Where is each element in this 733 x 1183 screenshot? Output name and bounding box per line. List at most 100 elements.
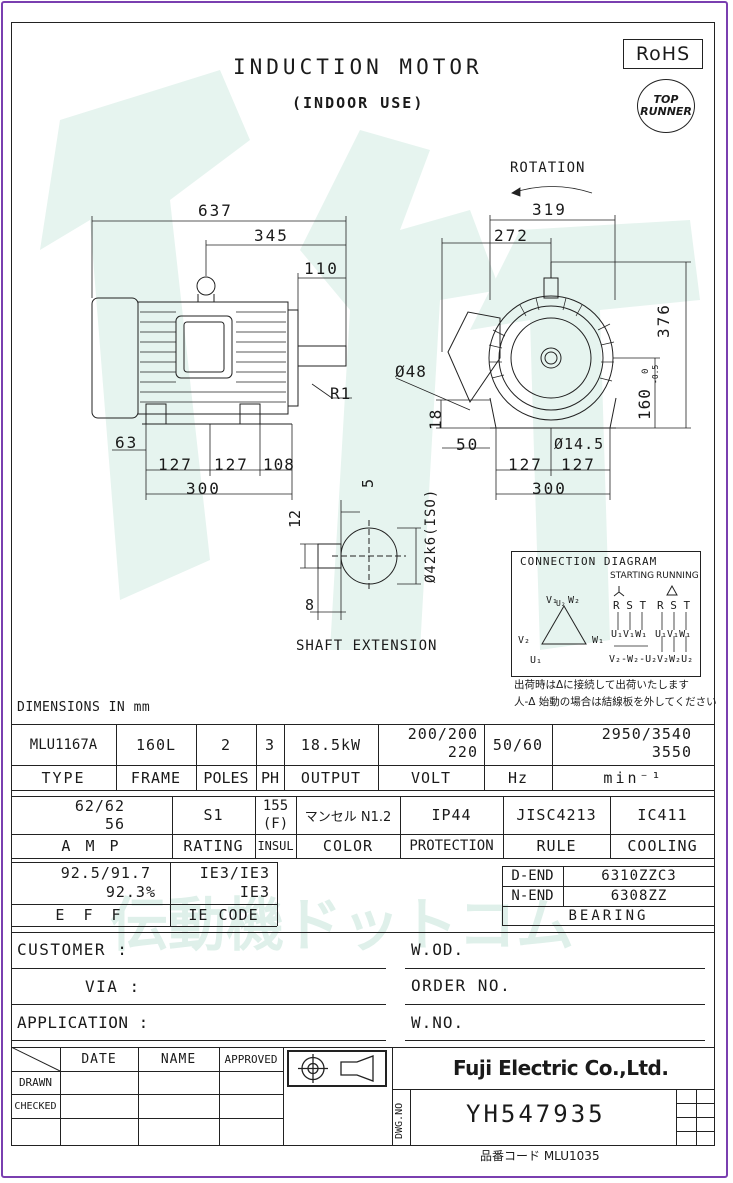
checked-label: CHECKED	[14, 1100, 57, 1112]
terminal-w1: W₁	[592, 635, 605, 646]
dim-shaft-height: 160	[635, 388, 654, 420]
running-bottom: V₂W₂U₂	[657, 654, 694, 665]
dim-127-c: 127	[508, 455, 543, 474]
work-number-label: W.NO.	[411, 1013, 465, 1032]
dimensions-note: DIMENSIONS IN mm	[17, 700, 151, 715]
volt-value-2: 220	[447, 743, 478, 761]
rating-value: S1	[203, 806, 224, 824]
dim-160-tol-bot: -0.5	[651, 364, 660, 384]
drawing-number-label: DWG.NO	[394, 1102, 405, 1139]
motor-front-view	[447, 262, 617, 429]
dim-5: 5	[359, 478, 377, 488]
application-label: APPLICATION :	[17, 1013, 149, 1032]
ie-code-label: IE CODE	[188, 906, 259, 924]
dim-108: 108	[263, 455, 295, 474]
dim-319: 319	[532, 200, 567, 219]
dim-18: 18	[426, 408, 445, 430]
color-label: COLOR	[322, 837, 374, 855]
top-runner-logo: TOP RUNNER	[637, 79, 695, 133]
dim-345: 345	[254, 226, 289, 245]
terminal-u2: U₂	[556, 599, 566, 608]
speed-label: min⁻¹	[603, 768, 664, 787]
cooling-value: IC411	[637, 806, 688, 824]
projection-symbol-box	[287, 1050, 387, 1087]
rohs-badge: RoHS	[623, 39, 703, 69]
phase-label: PH	[260, 768, 280, 787]
ie-code-value-2: IE3	[239, 883, 270, 901]
output-label: OUTPUT	[300, 768, 362, 787]
order-number-label: ORDER NO.	[411, 976, 512, 995]
shaft-extension-label: SHAFT EXTENSION	[296, 638, 438, 654]
u1v1w1-starting: U₁V₁W₁	[611, 629, 648, 640]
dim-overall-height: 376	[654, 303, 673, 338]
bearing-box	[502, 866, 715, 926]
efficiency-value-1: 92.5/91.7	[60, 864, 151, 882]
name-header: NAME	[160, 1051, 197, 1067]
frequency-value: 50/60	[492, 735, 544, 754]
company-name: Fuji Electric Co.,Ltd.	[453, 1056, 669, 1080]
cooling-label: COOLING	[627, 837, 698, 855]
color-value: マンセル N1.2	[304, 809, 392, 825]
n-end-bearing-value: 6308ZZ	[610, 888, 668, 904]
starting-bottom: V₂-W₂-U₂	[609, 654, 658, 665]
bearing-label: BEARING	[568, 908, 649, 924]
dim-272: 272	[494, 226, 529, 245]
dim-d14-5: Ø14.5	[554, 435, 605, 453]
insulation-class-value: 155	[262, 798, 289, 814]
customer-label: CUSTOMER :	[17, 940, 129, 959]
titleblock-diagonal	[11, 1047, 61, 1071]
dim-shaft-length: 110	[304, 259, 339, 278]
motor-drawing	[91, 186, 691, 620]
output-value: 18.5kW	[300, 735, 362, 754]
poles-label: POLES	[203, 768, 249, 787]
rule-label: RULE	[536, 837, 577, 855]
shipping-note-line1: 出荷時はΔに接続して出荷いたします	[514, 679, 689, 691]
drawing-title: INDUCTION MOTOR	[233, 55, 483, 79]
efficiency-label: E F F	[55, 906, 126, 924]
protection-label: PROTECTION	[409, 838, 494, 854]
dim-127-b: 127	[214, 455, 249, 474]
starting-label: STARTING	[610, 571, 655, 581]
dim-63: 63	[115, 433, 139, 452]
rotation-label: ROTATION	[510, 160, 586, 176]
drawn-label: DRAWN	[18, 1076, 53, 1089]
efficiency-value-2: 92.3%	[105, 883, 156, 901]
d-end-bearing-value: 6310ZZC3	[601, 868, 677, 884]
frequency-label: Hz	[507, 768, 529, 787]
dim-12: 12	[286, 509, 304, 528]
frame-value: 160L	[135, 735, 177, 754]
type-label: TYPE	[41, 768, 86, 787]
type-value: MLU1167A	[29, 736, 98, 753]
rst-running: R S T	[657, 599, 691, 612]
frame-label: FRAME	[130, 768, 182, 787]
volt-value-1: 200/200	[407, 725, 478, 743]
speed-value-1: 2950/3540	[601, 725, 692, 743]
ie-code-value-1: IE3/IE3	[199, 864, 270, 882]
dim-r1: R1	[330, 384, 352, 403]
speed-value-2: 3550	[651, 743, 692, 761]
dim-160-tol-top: 0	[641, 368, 651, 374]
running-label: RUNNING	[656, 571, 699, 581]
dim-8: 8	[305, 596, 315, 614]
dim-50: 50	[456, 435, 480, 454]
phase-value: 3	[264, 735, 276, 754]
d-end-label: D-END	[511, 868, 554, 884]
terminal-v1: V₁	[546, 595, 559, 606]
rst-starting: R S T	[613, 599, 647, 612]
connection-diagram: CONNECTION DIAGRAM STARTING RUNNING R S …	[511, 551, 701, 677]
dim-127-a: 127	[158, 455, 193, 474]
watermark-text: 伝動機ドットコム	[110, 891, 574, 959]
shaft-extension-view	[300, 500, 421, 620]
work-order-label: W.OD.	[411, 940, 465, 959]
motor-side-view	[91, 276, 347, 425]
connection-diagram-title: CONNECTION DIAGRAM	[520, 555, 658, 568]
via-label: VIA :	[85, 977, 141, 996]
terminal-v2: V₂	[518, 635, 531, 646]
date-header: DATE	[81, 1051, 117, 1067]
approved-header: APPROVED	[224, 1052, 278, 1066]
rohs-label: RoHS	[635, 43, 691, 65]
dim-300-b: 300	[532, 479, 567, 498]
dim-shaft-diameter: Ø42k6(ISO)	[423, 488, 439, 583]
